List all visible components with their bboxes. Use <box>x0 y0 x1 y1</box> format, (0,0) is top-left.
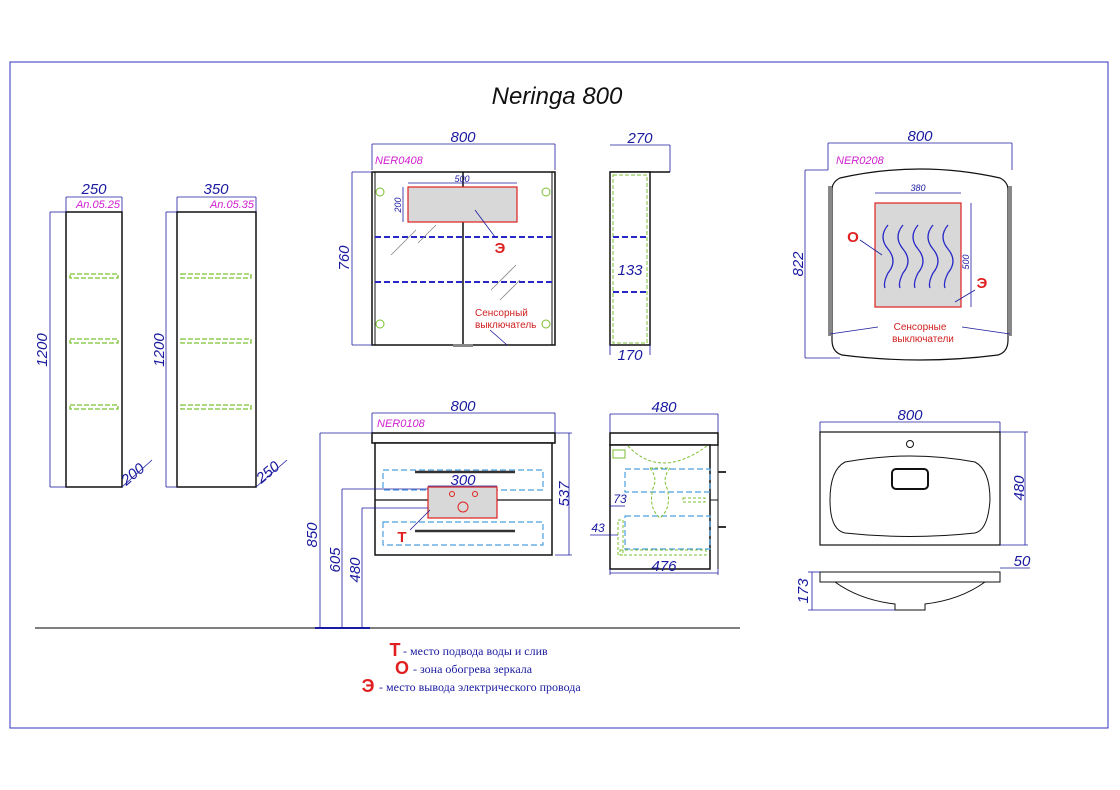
sink-height: 173 <box>795 578 812 604</box>
total-height: 850 <box>304 522 321 548</box>
column-1: 250 An.05.25 1200 200 <box>34 181 153 490</box>
column-1-code: An.05.25 <box>75 199 121 211</box>
electrical-marker: Э <box>495 240 506 257</box>
legend-text-e: - место вывода электрического провода <box>379 680 581 694</box>
legend: Т - место подвода воды и слив О - зона о… <box>362 640 582 696</box>
legend-text-t: - место подвода воды и слив <box>403 644 548 658</box>
mirror-cabinet-width: 800 <box>450 129 476 146</box>
mirror-electrical-marker: Э <box>977 275 988 292</box>
column-2-depth: 250 <box>252 458 283 488</box>
heated-mirror: 800 NER0208 380 500 О Э Сенсорные выключ… <box>790 128 1013 361</box>
legend-text-o: - зона обогрева зеркала <box>413 662 533 676</box>
panel-width: 500 <box>454 174 469 184</box>
heating-marker: О <box>847 229 859 246</box>
side-43: 43 <box>591 521 605 535</box>
height-480: 480 <box>347 557 364 583</box>
column-1-width: 250 <box>80 181 107 198</box>
heating-zone-width: 380 <box>910 183 925 193</box>
vanity-side: 480 73 43 476 <box>590 399 726 575</box>
heating-zone-height: 500 <box>961 254 971 269</box>
switch-label-2: выключатель <box>475 320 536 331</box>
sink-width: 800 <box>897 407 923 424</box>
side-shelf-gap: 133 <box>617 262 643 279</box>
switch-label-1: Сенсорный <box>475 308 528 319</box>
legend-marker-e: Э <box>362 676 375 696</box>
mirror-cabinet-side: 270 133 170 <box>609 130 671 364</box>
side-depth-top: 270 <box>626 130 653 147</box>
mirror-switch-label-1: Сенсорные <box>894 322 947 333</box>
electrical-zone <box>407 186 518 223</box>
sink-depth: 480 <box>1011 475 1028 501</box>
column-2-width: 350 <box>203 181 229 198</box>
vanity-width: 800 <box>450 398 476 415</box>
sink-side-view: 50 173 <box>795 553 1031 611</box>
vanity-front: 800 NER0108 300 Т 537 850 605 480 <box>304 398 573 628</box>
mirror-cabinet-code: NER0408 <box>375 155 424 167</box>
side-bottom-depth: 476 <box>651 558 677 575</box>
sink-rim: 50 <box>1014 553 1031 570</box>
mirror-width: 800 <box>907 128 933 145</box>
side-73: 73 <box>613 492 627 506</box>
legend-marker-o: О <box>395 658 409 678</box>
mirror-cabinet-height: 760 <box>336 245 353 271</box>
side-top-depth: 480 <box>651 399 677 416</box>
mirror-switch-label-2: выключатели <box>892 334 954 345</box>
column-1-height: 1200 <box>34 333 51 367</box>
vanity-height: 537 <box>556 481 573 507</box>
column-2-code: An.05.35 <box>209 199 255 211</box>
panel-height: 200 <box>393 197 403 213</box>
sheet-border <box>9 61 1109 729</box>
column-2: 350 An.05.35 1200 250 <box>151 181 288 488</box>
side-depth-bottom: 170 <box>617 347 643 364</box>
column-2-height: 1200 <box>151 333 168 367</box>
height-605: 605 <box>327 547 344 573</box>
mirror-cabinet-front: 800 NER0408 500 200 Э Сенсорный выключат… <box>336 129 556 347</box>
legend-marker-t: Т <box>390 640 401 660</box>
mirror-height: 822 <box>790 251 807 277</box>
vanity-code: NER0108 <box>377 418 426 430</box>
heating-zone <box>874 202 962 308</box>
mirror-code: NER0208 <box>836 155 885 167</box>
water-zone-width: 300 <box>450 472 476 489</box>
sink-top-view: 800 480 <box>819 407 1028 546</box>
drawing-title: Neringa 800 <box>492 83 623 110</box>
water-marker: Т <box>397 529 406 546</box>
